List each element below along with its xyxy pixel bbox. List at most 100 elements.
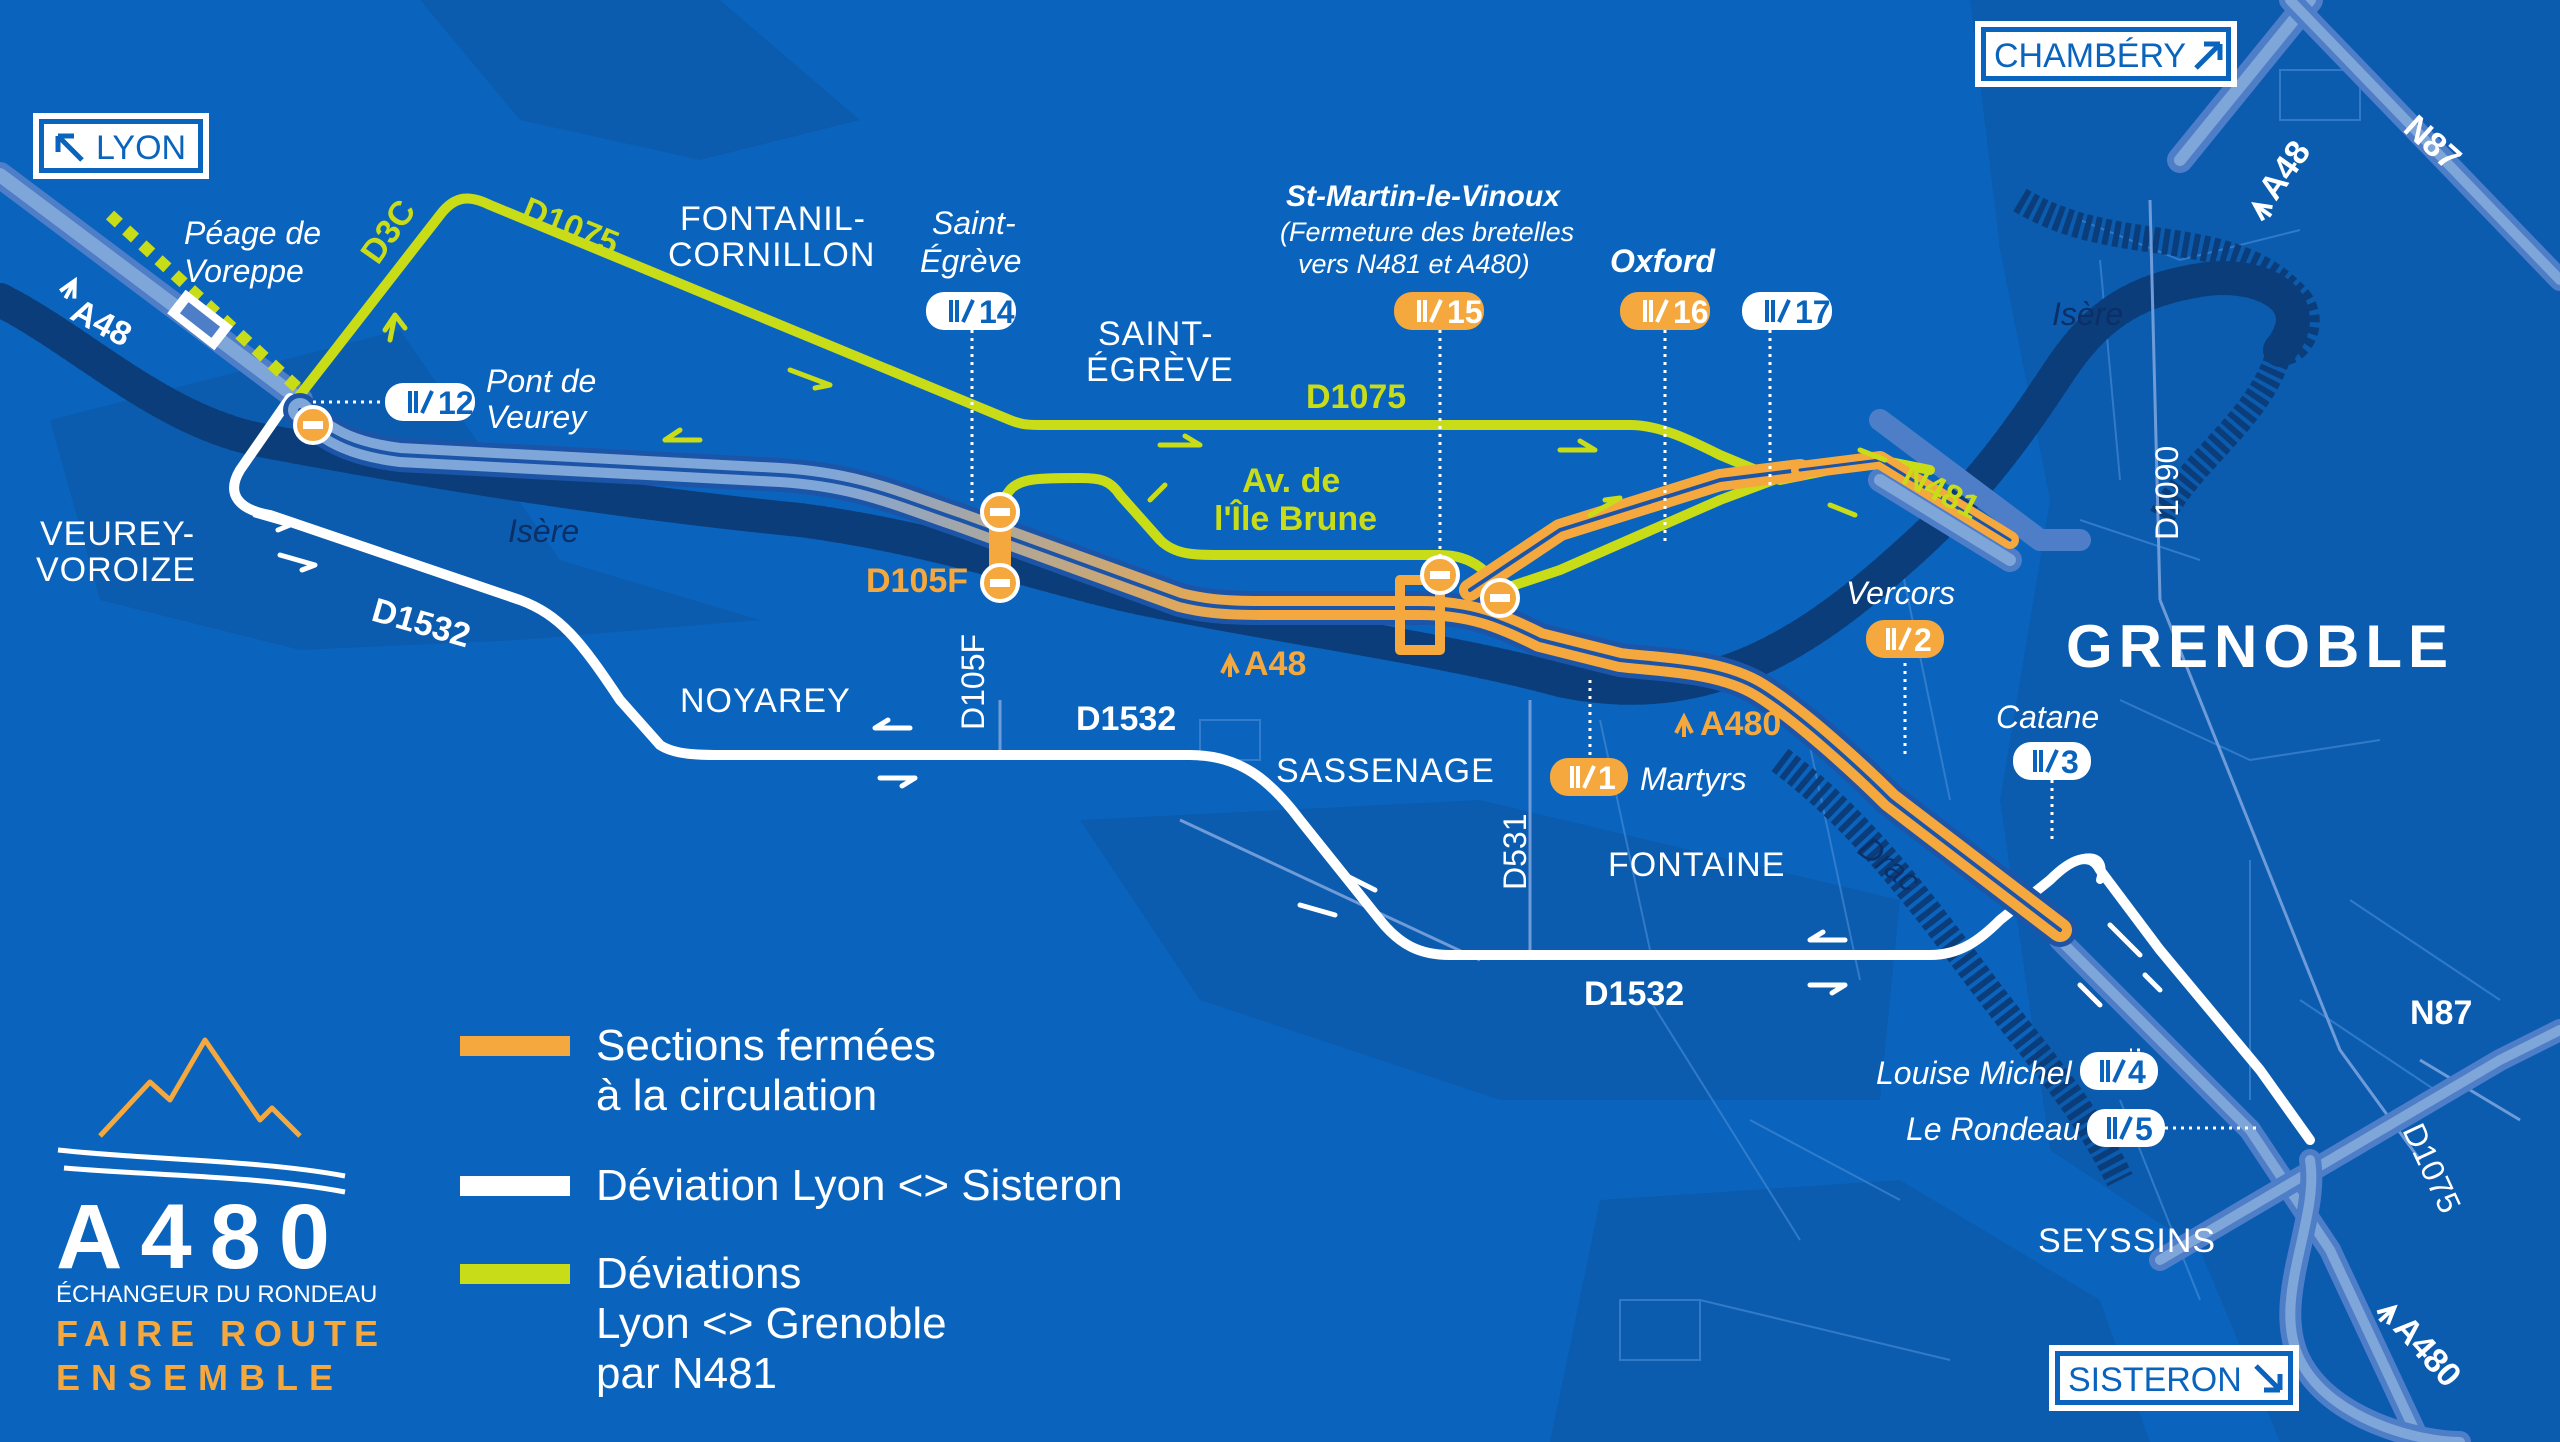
label-st-egreve-exit-1: Saint- bbox=[932, 205, 1016, 241]
road-av-ile-brune-2: l'Île Brune bbox=[1214, 500, 1377, 538]
logo-subtitle: ÉCHANGEUR DU RONDEAU bbox=[56, 1281, 377, 1308]
place-seyssins: SEYSSINS bbox=[2038, 1222, 2216, 1260]
exit-16-number: 16 bbox=[1673, 294, 1709, 330]
exit-15-number: 15 bbox=[1447, 294, 1483, 330]
legend-closed-line-1: Sections fermées bbox=[596, 1021, 936, 1070]
chambery-sign: CHAMBÉRY bbox=[1975, 21, 2237, 87]
road-d531: D531 bbox=[1497, 814, 1533, 891]
direction-arrows bbox=[252, 312, 2163, 1008]
exit-badge-14: 14 bbox=[926, 292, 1016, 330]
place-veurey-1: VEUREY- bbox=[40, 515, 195, 553]
mountain-icon bbox=[98, 1037, 302, 1138]
exit-badge-15: 15 bbox=[1394, 292, 1484, 330]
lyon-sign-label: LYON bbox=[96, 129, 186, 167]
place-veurey-2: VOROIZE bbox=[36, 551, 196, 589]
legend-detour-lg-line-2: Lyon <> Grenoble bbox=[596, 1299, 947, 1348]
place-fontanil-2: CORNILLON bbox=[668, 236, 875, 274]
legend-item-closed: Sections fermées à la circulation bbox=[460, 1021, 936, 1120]
road-d1532-center: D1532 bbox=[1076, 700, 1176, 738]
isere-river-north bbox=[2013, 188, 2320, 527]
road-n87-east: N87 bbox=[2410, 994, 2472, 1032]
road-d105f-vertical: D105F bbox=[955, 634, 991, 730]
detour-lyon-sisteron bbox=[229, 393, 2315, 1145]
exit-badge-12: 12 bbox=[385, 383, 475, 421]
logo-title: A480 bbox=[56, 1186, 348, 1288]
exit-12-number: 12 bbox=[438, 385, 474, 421]
label-peage-2: Voreppe bbox=[184, 253, 304, 289]
motorway-icon bbox=[2376, 1304, 2398, 1326]
closure-markers bbox=[293, 405, 1520, 618]
closed-sections bbox=[283, 393, 2077, 947]
label-st-egreve-exit-2: Égrève bbox=[920, 243, 1021, 279]
legend-item-detour-ls: Déviation Lyon <> Sisteron bbox=[460, 1161, 1123, 1210]
logo: A480 ÉCHANGEUR DU RONDEAU FAIRE ROUTE EN… bbox=[56, 1037, 386, 1398]
arrow-down-right-icon bbox=[2254, 1364, 2283, 1393]
road-d1532-south: D1532 bbox=[1584, 975, 1684, 1013]
motorway-icon bbox=[1220, 652, 1240, 677]
exit-3-number: 3 bbox=[2061, 744, 2079, 780]
legend: Sections fermées à la circulation Déviat… bbox=[460, 1021, 1123, 1398]
a480-center-label: A480 bbox=[1674, 705, 1781, 743]
arrow-up-right-icon bbox=[2194, 41, 2223, 70]
a48-center-text: A48 bbox=[1244, 645, 1306, 683]
exit-badge-17: 17 bbox=[1742, 292, 1832, 330]
legend-item-detour-lg: Déviations Lyon <> Grenoble par N481 bbox=[460, 1249, 947, 1398]
road-d105f-orange: D105F bbox=[866, 562, 968, 600]
exit-badge-16: 16 bbox=[1620, 292, 1710, 330]
exit-leader-lines bbox=[313, 330, 2260, 1130]
exit-badge-3: 3 bbox=[2013, 742, 2091, 780]
exit-badge-2: 2 bbox=[1866, 620, 1944, 658]
label-louise-michel: Louise Michel bbox=[1876, 1055, 2073, 1091]
sisteron-sign: SISTERON bbox=[2049, 1345, 2299, 1411]
logo-slogan-1: FAIRE ROUTE bbox=[56, 1313, 386, 1354]
logo-slogan-2: ENSEMBLE bbox=[56, 1357, 344, 1398]
exit-5-number: 5 bbox=[2135, 1111, 2153, 1147]
lyon-sign: LYON bbox=[33, 113, 209, 179]
chambery-sign-label: CHAMBÉRY bbox=[1994, 37, 2186, 75]
a48-center-label: A48 bbox=[1220, 645, 1306, 683]
label-le-rondeau: Le Rondeau bbox=[1906, 1111, 2081, 1147]
sisteron-sign-label: SISTERON bbox=[2068, 1361, 2242, 1399]
label-catane: Catane bbox=[1996, 699, 2099, 735]
exit-2-number: 2 bbox=[1914, 622, 1932, 658]
a480-center-text: A480 bbox=[1700, 705, 1781, 743]
motorway-icon bbox=[59, 276, 77, 300]
road-d1090: D1090 bbox=[2149, 446, 2185, 540]
label-pont-2: Veurey bbox=[486, 399, 588, 435]
motorway-icon bbox=[1674, 712, 1694, 737]
motorway-icon bbox=[2251, 202, 2273, 222]
place-noyarey: NOYAREY bbox=[680, 682, 851, 720]
place-saint-egreve-1: SAINT- bbox=[1098, 315, 1214, 353]
label-peage-1: Péage de bbox=[184, 215, 321, 251]
place-fontanil-1: FONTANIL- bbox=[680, 200, 866, 238]
legend-detour-lg-line-1: Déviations bbox=[596, 1249, 801, 1298]
label-st-martin: St-Martin-le-Vinoux bbox=[1286, 180, 1561, 213]
label-st-martin-note-2: vers N481 et A480) bbox=[1298, 249, 1530, 279]
exit-badge-4: 4 bbox=[2080, 1052, 2158, 1090]
arrow-up-left-icon bbox=[55, 133, 84, 162]
place-grenoble: GRENOBLE bbox=[2066, 613, 2454, 680]
place-sassenage: SASSENAGE bbox=[1276, 752, 1495, 790]
label-vercors: Vercors bbox=[1846, 575, 1955, 611]
place-saint-egreve-2: ÉGRÈVE bbox=[1086, 351, 1234, 389]
river-isere-west: Isère bbox=[508, 513, 579, 549]
exit-17-number: 17 bbox=[1795, 294, 1831, 330]
exit-14-number: 14 bbox=[979, 294, 1015, 330]
road-av-ile-brune-1: Av. de bbox=[1242, 462, 1340, 500]
river-isere-east: Isère bbox=[2052, 296, 2123, 332]
drac-river bbox=[1771, 748, 2133, 1187]
label-pont-1: Pont de bbox=[486, 363, 596, 399]
exit-badge-1: 1 bbox=[1550, 758, 1628, 796]
road-d1075-center: D1075 bbox=[1306, 378, 1406, 416]
road-swoosh-icon bbox=[57, 1147, 346, 1195]
label-martyrs: Martyrs bbox=[1640, 761, 1747, 797]
exit-1-number: 1 bbox=[1598, 760, 1616, 796]
legend-detour-lg-line-3: par N481 bbox=[596, 1349, 777, 1398]
place-fontaine: FONTAINE bbox=[1608, 846, 1785, 884]
legend-closed-line-2: à la circulation bbox=[596, 1071, 877, 1120]
exit-badge-5: 5 bbox=[2087, 1109, 2165, 1147]
label-oxford: Oxford bbox=[1610, 243, 1716, 279]
toll-plaza bbox=[105, 210, 305, 395]
